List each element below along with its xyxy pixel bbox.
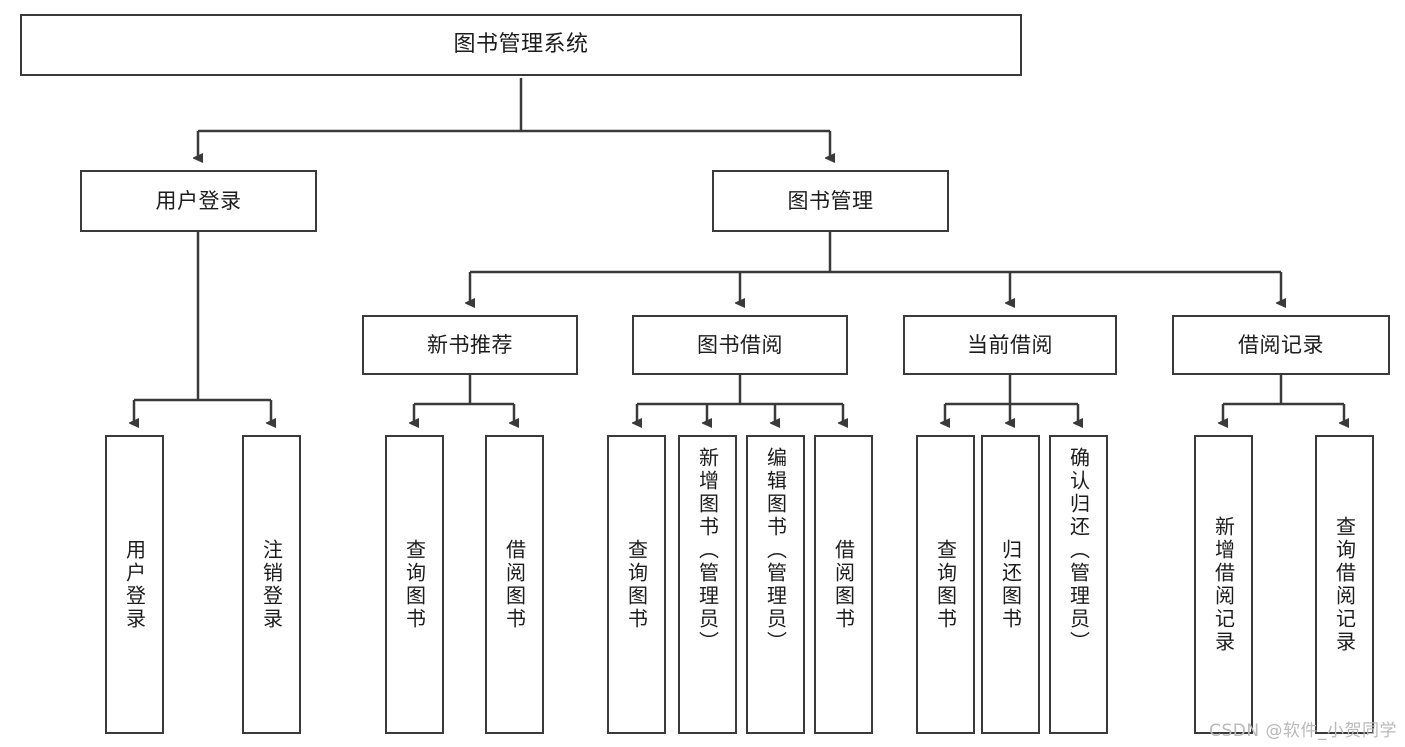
node-label: 图书借阅	[697, 332, 783, 357]
leaf-current-borrow-confirm-return-admin[interactable]: 确认归还（管理员）	[1049, 435, 1108, 734]
node-book-borrow[interactable]: 图书借阅	[632, 315, 848, 375]
leaf-user-login-logout[interactable]: 注销登录	[242, 435, 301, 734]
node-label: 确认归还（管理员）	[1066, 447, 1091, 654]
leaf-borrow-record-add-record[interactable]: 新增借阅记录	[1194, 435, 1253, 734]
leaf-current-borrow-return-book[interactable]: 归还图书	[981, 435, 1040, 734]
node-label: 查询借阅记录	[1332, 515, 1357, 654]
leaf-book-borrow-borrow-book[interactable]: 借阅图书	[814, 435, 873, 734]
node-label: 注销登录	[259, 538, 284, 631]
node-borrow-record[interactable]: 借阅记录	[1172, 315, 1390, 375]
node-label: 图书管理系统	[453, 32, 589, 58]
leaf-user-login-login[interactable]: 用户登录	[105, 435, 164, 734]
node-current-borrow[interactable]: 当前借阅	[903, 315, 1117, 375]
node-label: 借阅记录	[1238, 332, 1324, 357]
node-label: 查询图书	[933, 538, 958, 631]
node-label: 图书管理	[787, 188, 874, 213]
node-label: 新增借阅记录	[1211, 515, 1236, 654]
node-label: 借阅图书	[502, 538, 527, 631]
node-label: 归还图书	[998, 538, 1023, 631]
node-label: 新书推荐	[427, 332, 513, 357]
leaf-new-book-query-book[interactable]: 查询图书	[385, 435, 444, 734]
node-label: 当前借阅	[967, 332, 1053, 357]
node-label: 用户登录	[155, 188, 242, 213]
leaf-book-borrow-query-book[interactable]: 查询图书	[607, 435, 666, 734]
leaf-current-borrow-query-book[interactable]: 查询图书	[916, 435, 975, 734]
leaf-borrow-record-query-record[interactable]: 查询借阅记录	[1315, 435, 1374, 734]
node-label: 新增图书（管理员）	[695, 447, 720, 654]
node-label: 编辑图书（管理员）	[763, 447, 788, 654]
node-label: 用户登录	[122, 538, 147, 631]
leaf-book-borrow-add-book-admin[interactable]: 新增图书（管理员）	[678, 435, 737, 734]
node-book-management[interactable]: 图书管理	[712, 170, 949, 232]
leaf-book-borrow-edit-book-admin[interactable]: 编辑图书（管理员）	[746, 435, 805, 734]
node-new-book-recommend[interactable]: 新书推荐	[362, 315, 578, 375]
node-root-book-management-system[interactable]: 图书管理系统	[20, 14, 1022, 76]
node-user-login[interactable]: 用户登录	[80, 170, 317, 232]
node-label: 查询图书	[402, 538, 427, 631]
node-label: 查询图书	[624, 538, 649, 631]
node-label: 借阅图书	[831, 538, 856, 631]
leaf-new-book-borrow-book[interactable]: 借阅图书	[485, 435, 544, 734]
csdn-watermark: CSDN @软件_小贺同学	[1209, 721, 1397, 741]
